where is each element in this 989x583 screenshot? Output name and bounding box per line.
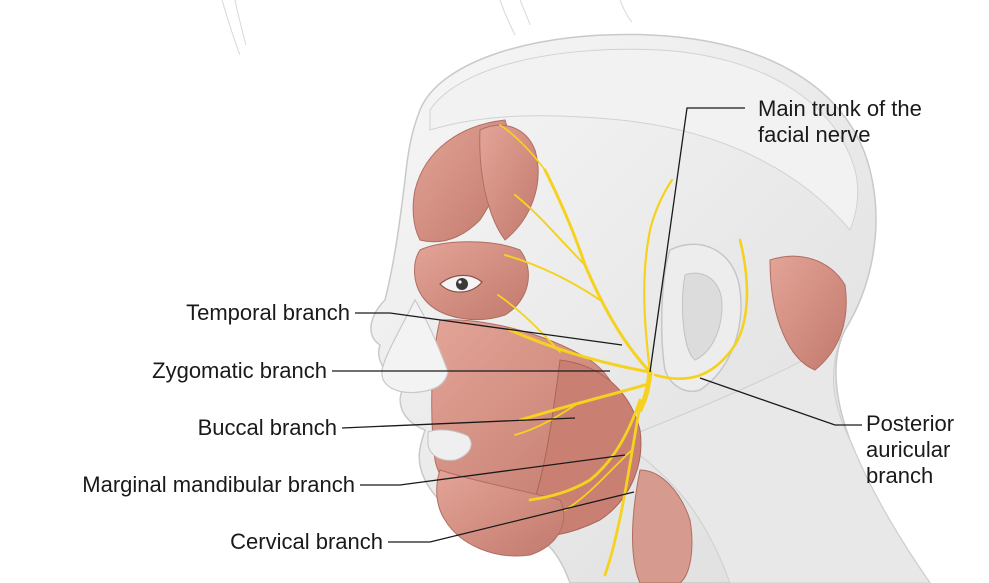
- label-zygomatic-branch: Zygomatic branch: [152, 358, 327, 384]
- label-main-trunk-line-1: Main trunk of the: [758, 96, 922, 122]
- label-posterior-auricular-line-3: branch: [866, 463, 954, 489]
- label-posterior-auricular-line-1: Posterior: [866, 411, 954, 437]
- label-posterior-auricular: Posterior auricular branch: [866, 411, 954, 489]
- label-cervical-branch: Cervical branch: [230, 529, 383, 555]
- label-main-trunk-line-2: facial nerve: [758, 122, 922, 148]
- label-temporal-branch: Temporal branch: [186, 300, 350, 326]
- label-buccal-branch: Buccal branch: [198, 415, 337, 441]
- lips: [428, 430, 471, 460]
- label-marginal-mandibular-branch: Marginal mandibular branch: [82, 472, 355, 498]
- label-posterior-auricular-line-2: auricular: [866, 437, 954, 463]
- label-main-trunk: Main trunk of the facial nerve: [758, 96, 922, 148]
